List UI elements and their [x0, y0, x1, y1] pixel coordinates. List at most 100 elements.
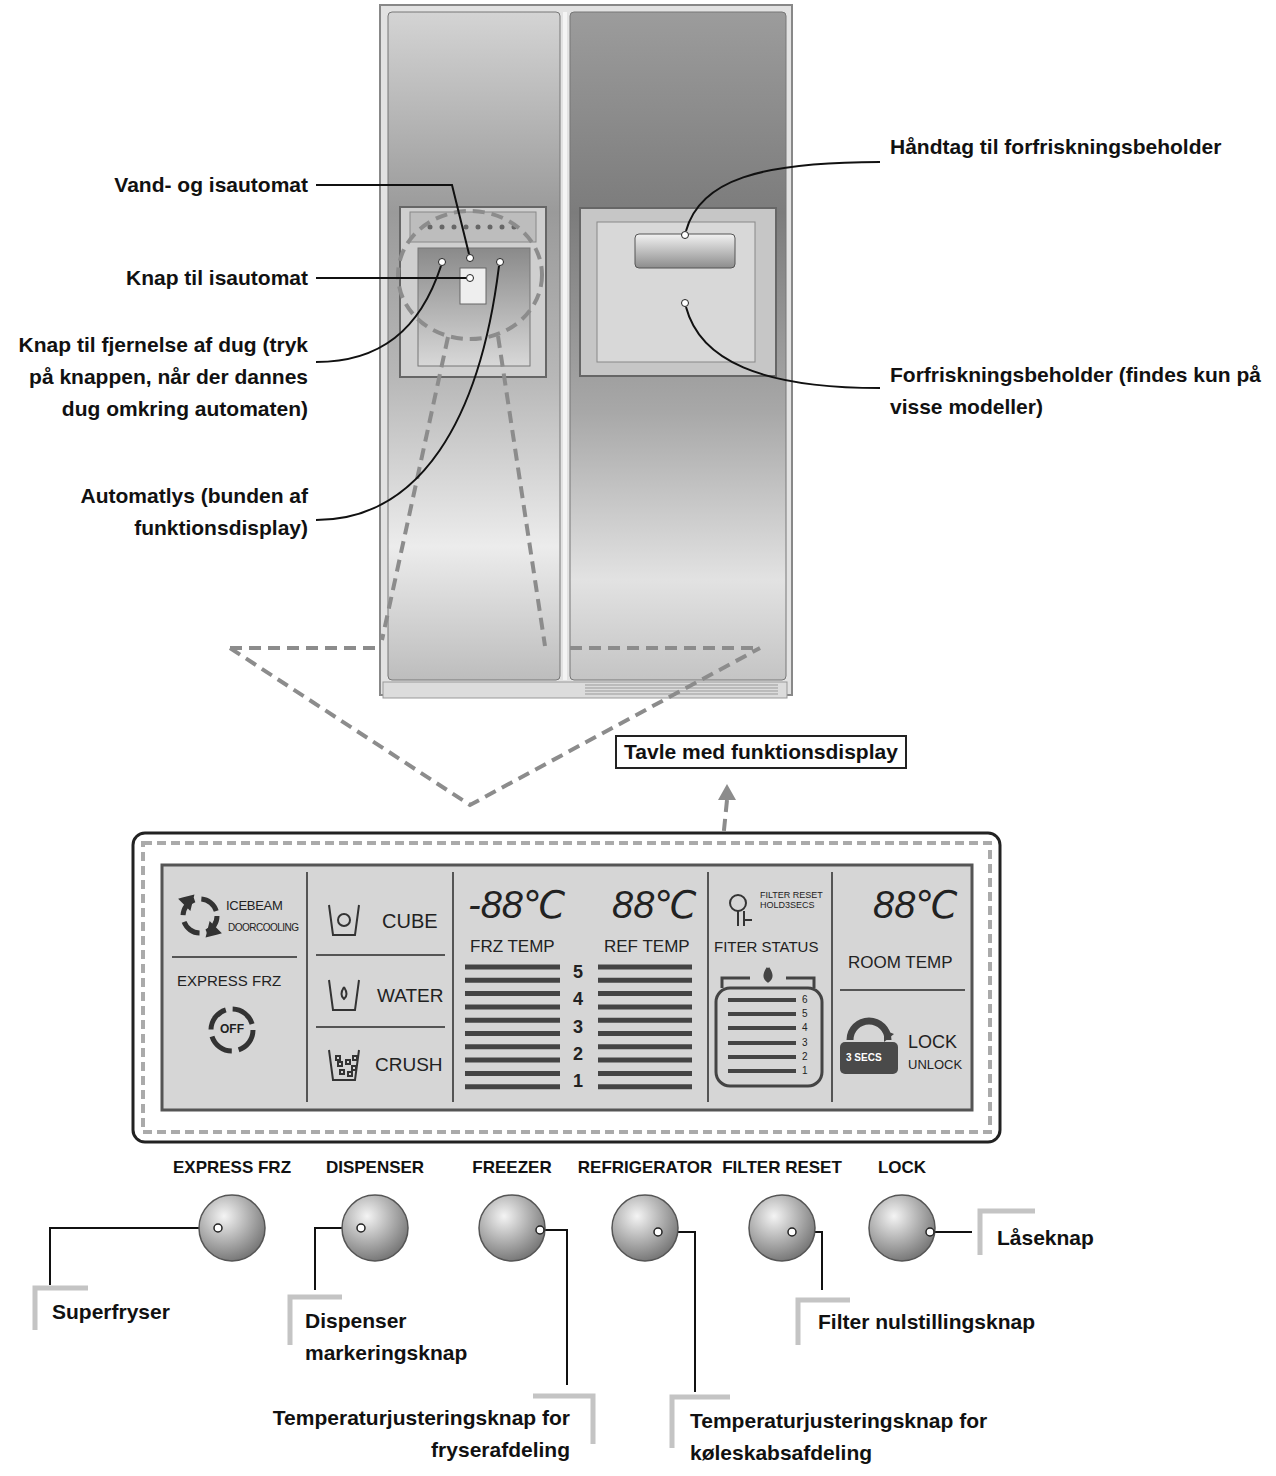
control-panel [598, 1004, 692, 1009]
filter-icon [743, 911, 745, 926]
control-button: FREEZER [432, 1158, 592, 1264]
refrigerator [383, 682, 787, 698]
cup-icon [336, 1056, 357, 1076]
control-panel [465, 967, 692, 1087]
cup-icon [338, 1062, 342, 1066]
control-panel [598, 978, 692, 983]
control-panel [598, 991, 692, 996]
button-circle [822, 1192, 982, 1264]
display-text: 1 [802, 1065, 808, 1077]
control-panel [133, 833, 1000, 1142]
dispenser [500, 225, 505, 230]
leader-lines [686, 307, 880, 388]
control-panel [465, 978, 560, 983]
refrigerator [380, 5, 792, 695]
control-panel [465, 1058, 560, 1063]
dispenser [439, 259, 446, 266]
leader-dot [788, 1228, 796, 1236]
dispenser [440, 225, 445, 230]
cup-icon [338, 914, 350, 926]
dispenser [452, 225, 457, 230]
callout-label: Filter nulstillingsknap [818, 1306, 1035, 1338]
icebeam-icon [183, 899, 217, 933]
control-panel [598, 1018, 692, 1023]
leader-lines [686, 162, 880, 231]
filter-jug [716, 988, 822, 1086]
control-panel [598, 1031, 692, 1036]
display-text: FRZ TEMP [470, 937, 555, 957]
dispenser [418, 248, 530, 366]
cup-icon [329, 1050, 359, 1080]
refreshment-center [682, 300, 689, 307]
display-text: FILTER RESET HOLD3SECS [760, 891, 826, 911]
callout-label: Håndtag til forfriskningsbeholder [890, 131, 1271, 163]
control-panel [465, 1044, 560, 1049]
display-text: 4 [802, 1022, 808, 1034]
dashed-zoom [230, 648, 760, 805]
callout-label: Forfriskningsbeholder (findes kun på vis… [890, 359, 1271, 423]
callout-label: Temperaturjusteringsknap for fryserafdel… [260, 1402, 570, 1466]
display-text: UNLOCK [908, 1058, 962, 1073]
display-text: 3 [573, 1017, 583, 1038]
button-label: DISPENSER [295, 1158, 455, 1178]
leader-lines [540, 1230, 567, 1385]
callout-label: Dispenser markeringsknap [305, 1305, 535, 1369]
panel-label: Tavle med funktionsdisplay [624, 740, 898, 764]
leader-dot [357, 1224, 365, 1232]
display-text: DOORCOOLING [228, 922, 299, 934]
cup-icon [348, 1072, 352, 1076]
dispenser [497, 259, 504, 266]
control-panel [598, 965, 692, 970]
display-text: REF TEMP [604, 937, 690, 957]
dashed-zoom [398, 211, 542, 339]
filter-icon [730, 895, 752, 926]
leader-lines [316, 185, 469, 254]
leader-lines [316, 266, 441, 362]
filter-jug [765, 968, 771, 981]
display-text: OFF [220, 1023, 244, 1037]
button-circle [565, 1192, 725, 1264]
control-panel [465, 991, 560, 996]
leader-lines [316, 266, 499, 520]
leader-lines [930, 1231, 972, 1233]
leader-dot [536, 1226, 544, 1234]
filter-jug [728, 1055, 796, 1059]
filter-jug [728, 1026, 796, 1030]
button-circle [152, 1192, 312, 1264]
callout-label: Vand- og isautomat [5, 169, 308, 201]
control-panel [465, 1031, 560, 1036]
button-circle [702, 1192, 862, 1264]
control-panel [465, 1071, 560, 1076]
button-circle [432, 1192, 592, 1264]
control-panel [598, 1084, 692, 1089]
button-circle [342, 1195, 408, 1261]
callout-label: Låseknap [997, 1222, 1094, 1254]
control-button: DISPENSER [295, 1158, 455, 1264]
control-panel [598, 1071, 692, 1076]
lock-icon [884, 1030, 894, 1042]
button-circle [869, 1195, 935, 1261]
display-text: EXPRESS FRZ [177, 972, 281, 989]
display-text: -88℃ [468, 884, 566, 928]
dispenser [428, 225, 433, 230]
control-button: LOCK [822, 1158, 982, 1264]
refrigerator [585, 694, 778, 695]
callout-label: Superfryser [52, 1296, 170, 1328]
dispenser [476, 225, 481, 230]
cup-icon [352, 1066, 356, 1070]
display-text: 88℃ [873, 884, 958, 928]
refreshment-center [635, 234, 735, 268]
control-panel [143, 843, 990, 1132]
display-text: 3 SECS [846, 1052, 882, 1064]
button-circle [612, 1195, 678, 1261]
control-panel [831, 872, 833, 1102]
dispenser [464, 225, 469, 230]
off-icon [211, 1009, 253, 1051]
refreshment-center [682, 232, 689, 239]
leader-lines [50, 1228, 218, 1285]
callout-label: Temperaturjusteringsknap for køleskabsaf… [690, 1405, 1070, 1469]
refreshment-center [580, 208, 776, 376]
callout-label: Knap til isautomat [5, 262, 308, 294]
filter-jug [728, 998, 796, 1002]
control-panel [306, 872, 308, 1102]
